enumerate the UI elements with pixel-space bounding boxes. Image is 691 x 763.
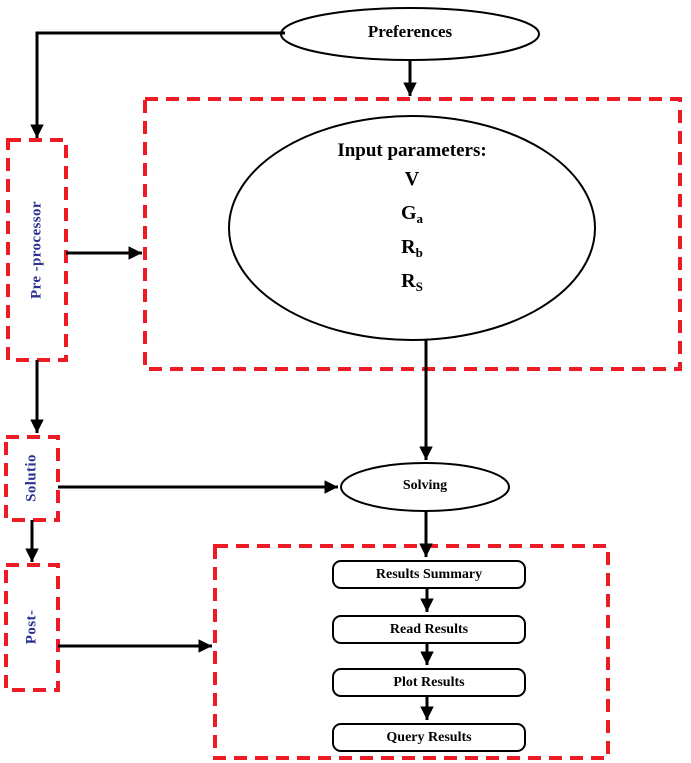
- plot-results-node: Plot Results: [332, 668, 526, 697]
- preferences-node-label: Preferences: [367, 22, 453, 41]
- solution-label: Solutio: [23, 454, 40, 502]
- solution-dashed-box: [4, 435, 60, 522]
- arrow-preferences-to-preprocessor: [30, 31, 285, 138]
- param-rb: Rb: [401, 236, 423, 260]
- input-parameters-dashed-box: [143, 97, 682, 371]
- param-ga: Ga: [400, 202, 424, 226]
- post-label: Post-: [23, 609, 40, 645]
- read-results-node: Read Results: [332, 615, 526, 644]
- param-v: V: [404, 168, 420, 190]
- query-results-node: Query Results: [332, 723, 526, 752]
- solving-node-label: Solving: [402, 478, 448, 493]
- results-summary-node: Results Summary: [332, 560, 526, 589]
- post-dashed-box: [4, 563, 60, 692]
- results-dashed-box: [213, 544, 610, 760]
- input-parameters-ellipse: [228, 115, 596, 341]
- input-parameters-title: Input parameters:: [337, 140, 487, 161]
- input-parameters-content: Input parameters: V Ga Rb RS: [247, 140, 577, 301]
- param-rs: RS: [401, 270, 423, 294]
- preprocessor-label: Pre -processor: [28, 201, 45, 299]
